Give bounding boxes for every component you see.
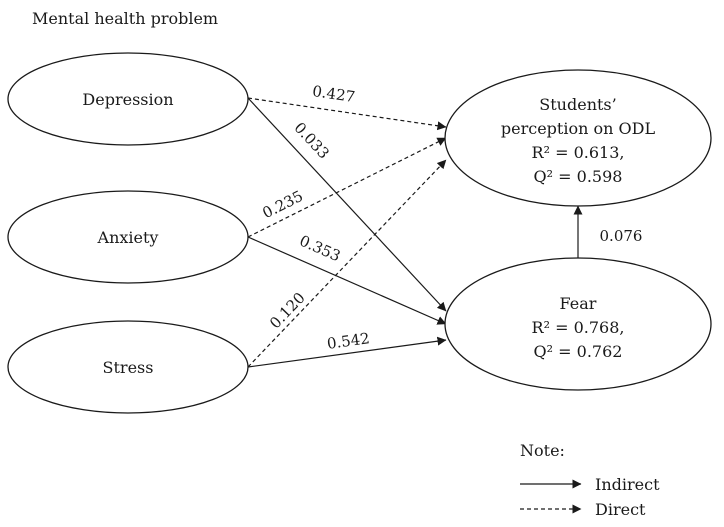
- node-fear-line-3: Q² = 0.762: [534, 342, 623, 361]
- node-stress-shape: [7, 320, 249, 414]
- node-depression-shape: [7, 52, 249, 146]
- node-fear: Fear R² = 0.768, Q² = 0.762: [444, 257, 712, 391]
- edge-label-depression-perception: 0.427: [311, 82, 356, 106]
- node-fear-line-2: R² = 0.768,: [532, 318, 625, 337]
- edge-label-anxiety-fear: 0.353: [297, 232, 344, 266]
- node-perception-line-4: Q² = 0.598: [534, 167, 623, 186]
- node-fear-line-1: Fear: [560, 294, 597, 313]
- legend: Note: Indirect Direct: [520, 441, 660, 519]
- edges: [247, 97, 583, 368]
- edge-label-anxiety-perception: 0.235: [260, 187, 306, 222]
- legend-direct-label: Direct: [595, 500, 646, 519]
- edge-label-fear-perception: 0.076: [600, 227, 643, 245]
- node-stress-label: Stress: [103, 358, 154, 377]
- edge-anxiety-perception: [247, 137, 447, 238]
- node-stress: Stress: [7, 320, 249, 414]
- edge-stress-fear: [247, 336, 447, 368]
- node-perception-line-2: perception on ODL: [501, 119, 656, 138]
- node-perception-shape: [444, 69, 712, 207]
- edge-depression-fear: [247, 97, 447, 312]
- edge-label-depression-fear: 0.033: [290, 119, 332, 163]
- node-perception: Students’ perception on ODL R² = 0.613, …: [444, 69, 712, 207]
- node-perception-line-1: Students’: [539, 95, 616, 114]
- edge-label-stress-fear: 0.542: [326, 329, 371, 353]
- node-anxiety-label: Anxiety: [97, 228, 159, 247]
- node-depression-label: Depression: [82, 90, 173, 109]
- node-anxiety: Anxiety: [7, 190, 249, 284]
- node-depression: Depression: [7, 52, 249, 146]
- edge-stress-perception: [247, 159, 447, 368]
- legend-title: Note:: [520, 441, 565, 460]
- node-fear-shape: [444, 257, 712, 391]
- node-anxiety-shape: [7, 190, 249, 284]
- legend-indirect-label: Indirect: [595, 475, 660, 494]
- node-perception-line-3: R² = 0.613,: [532, 143, 625, 162]
- diagram-title: Mental health problem: [32, 9, 218, 28]
- edge-depression-perception: [247, 97, 447, 131]
- edge-anxiety-fear: [247, 236, 447, 325]
